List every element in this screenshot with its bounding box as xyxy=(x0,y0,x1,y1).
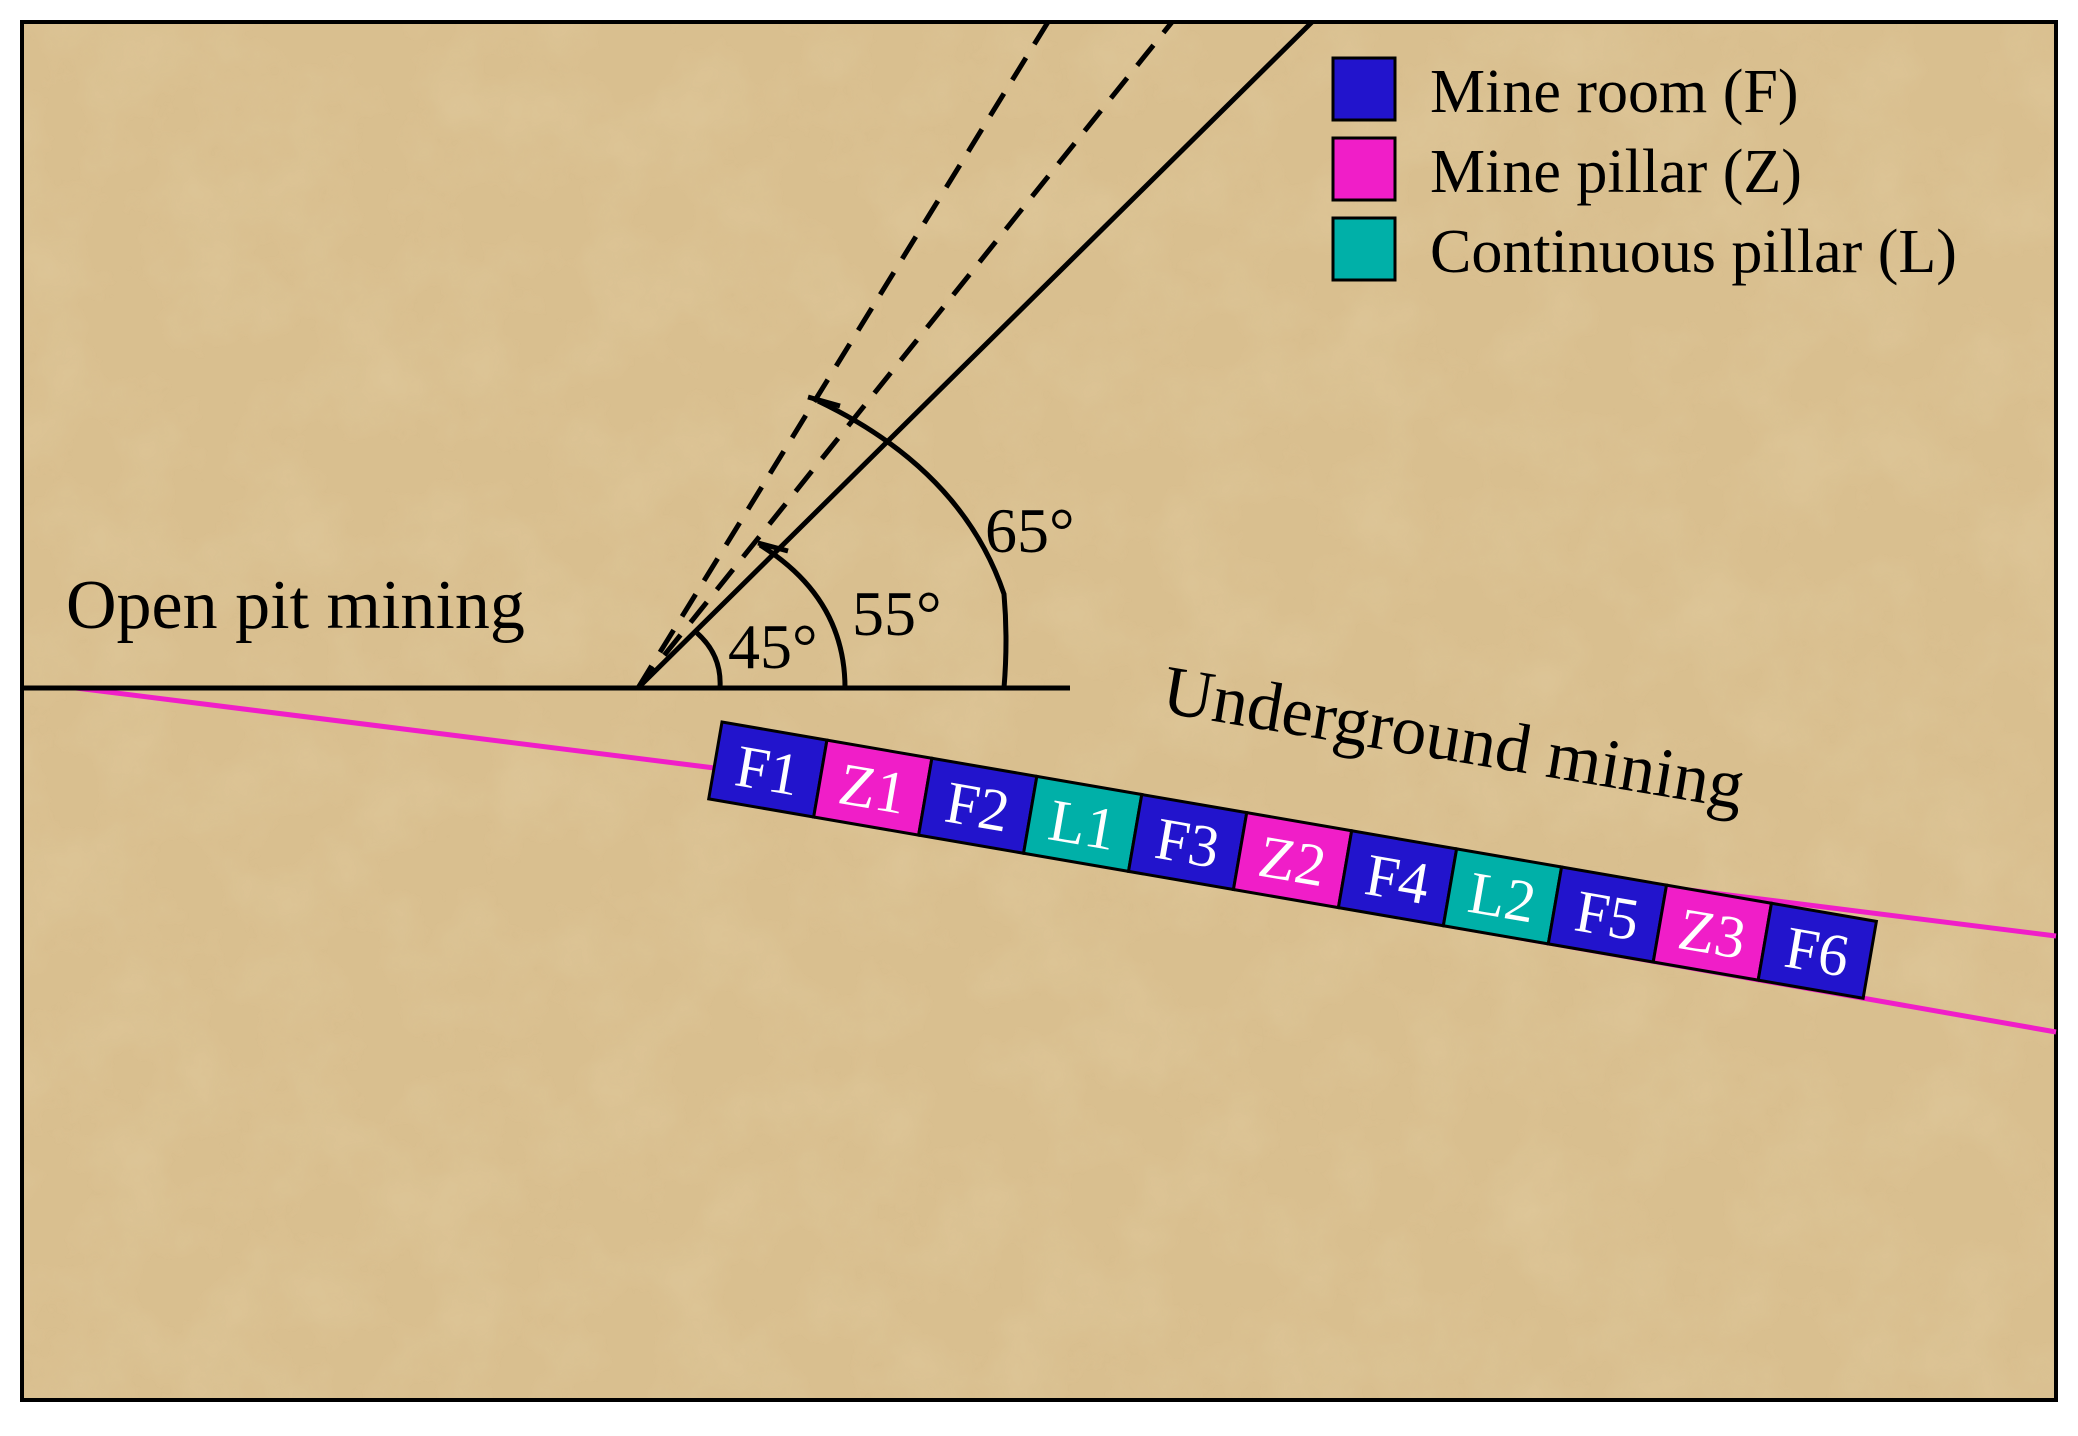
seam-block-f6: F6 xyxy=(1756,901,1879,1000)
angle-label-55: 55° xyxy=(852,578,942,649)
legend-swatch-continuous-pillar xyxy=(1331,216,1397,282)
seam-block-label: L1 xyxy=(1044,787,1121,863)
legend-label-continuous-pillar: Continuous pillar (L) xyxy=(1430,218,1957,286)
seam-block-label: F4 xyxy=(1360,841,1434,917)
seam-block-label: L2 xyxy=(1464,859,1541,935)
seam-block-label: Z1 xyxy=(834,750,911,826)
ground-texture xyxy=(22,22,2056,1400)
seam-block-f4: F4 xyxy=(1336,829,1459,928)
legend: Mine room (F) Mine pillar (Z) Continuous… xyxy=(1331,56,1957,286)
seam-block-label: F3 xyxy=(1151,805,1225,881)
angle-arc-45 xyxy=(695,631,723,689)
seam-block-z3: Z3 xyxy=(1651,883,1774,982)
seam-block-z1: Z1 xyxy=(811,738,934,837)
seam-block-l2: L2 xyxy=(1441,847,1564,946)
seam-block-l1: L1 xyxy=(1021,774,1144,874)
slope-line-55 xyxy=(636,20,1174,690)
slope-line-65 xyxy=(636,20,1314,690)
legend-label-mine-room: Mine room (F) xyxy=(1430,58,1799,126)
seam-block-rect xyxy=(1756,901,1879,1000)
seam-block-f3: F3 xyxy=(1126,792,1249,892)
legend-swatch-mine-room xyxy=(1331,56,1397,122)
legend-swatch-mine-pillar xyxy=(1331,136,1397,202)
seam-block-label: F2 xyxy=(941,769,1015,845)
seam-block-label: Z3 xyxy=(1674,895,1751,971)
seam-block-label: F1 xyxy=(731,733,805,809)
legend-label-mine-pillar: Mine pillar (Z) xyxy=(1430,138,1802,206)
seam-block-z2: Z2 xyxy=(1231,810,1354,910)
angle-label-65: 65° xyxy=(985,495,1075,566)
open-pit-mining-label: Open pit mining xyxy=(66,567,525,644)
seam-block-label: F6 xyxy=(1780,914,1854,990)
angle-arc-55 xyxy=(758,542,848,689)
slope-line-45 xyxy=(635,20,1051,690)
angle-label-45: 45° xyxy=(728,611,818,682)
seam-block-label: Z2 xyxy=(1254,823,1331,899)
seam-block-label: F5 xyxy=(1570,878,1644,954)
angle-arc-65 xyxy=(816,398,1009,689)
frame-border xyxy=(20,20,2058,1402)
seam-block-f5: F5 xyxy=(1546,865,1669,964)
seam-block-f1: F1 xyxy=(706,720,829,819)
seam-block-f2: F2 xyxy=(916,756,1039,855)
seam-blocks: F1 Z1 F2 L1 F3 Z2 F4 L2 F5 Z3 F6 xyxy=(706,720,1879,1000)
